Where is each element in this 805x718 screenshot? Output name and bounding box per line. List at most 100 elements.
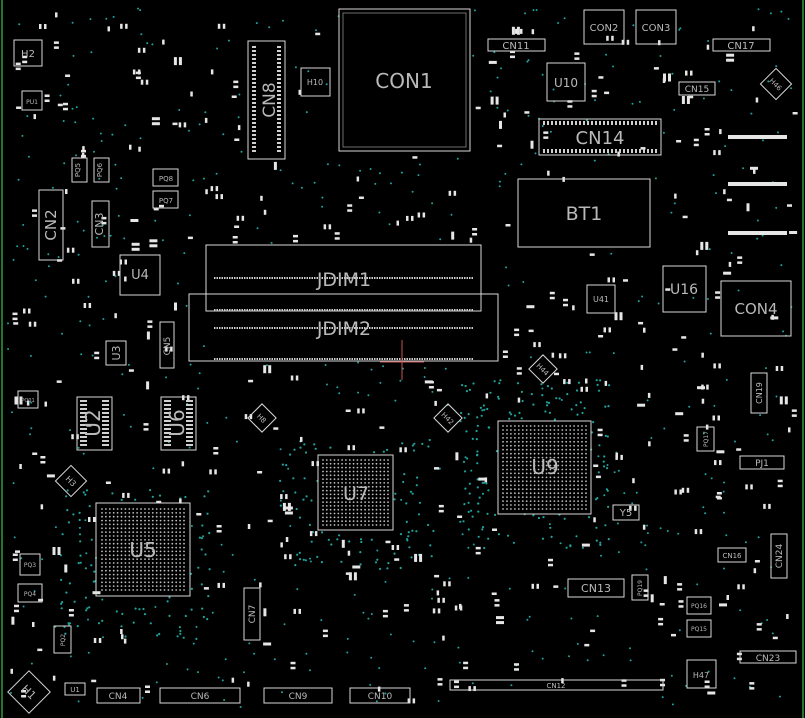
cn23-connector[interactable]: CN23 (739, 650, 797, 664)
u4-label: U4 (131, 268, 149, 283)
u41-label: U41 (593, 295, 609, 304)
pq16-label: PQ16 (691, 603, 707, 610)
u41-chip[interactable]: U41 (586, 284, 616, 314)
h3-mount-hole[interactable]: H3 (54, 464, 88, 498)
jdim1-label: JDIM1 (316, 269, 371, 291)
pq3-transistor[interactable]: PQ3 (19, 553, 41, 576)
u2-pins (80, 400, 109, 446)
u1-label: U1 (70, 686, 80, 694)
passive-components (10, 12, 798, 704)
cn19-connector[interactable]: CN19 (750, 372, 768, 414)
u4-chip[interactable]: U4 (119, 254, 161, 296)
h1-mount-hole[interactable]: H1 (7, 670, 51, 714)
cn14-connector[interactable]: CN14 (538, 118, 662, 156)
cn12-connector[interactable]: CN12 (449, 679, 664, 691)
con3-connector[interactable]: CON3 (635, 9, 677, 45)
jdim2-memory-slot[interactable]: JDIM2 (188, 293, 499, 362)
origin-crosshair (380, 340, 424, 380)
con4-connector[interactable]: CON4 (720, 280, 792, 337)
con1-label: CON1 (375, 69, 432, 93)
pq6-transistor[interactable]: PQ6 (93, 157, 110, 183)
u16-label: U16 (670, 282, 698, 298)
pq15-label: PQ15 (691, 626, 707, 633)
u16-chip[interactable]: U16 (662, 265, 707, 313)
cn19-label: CN19 (755, 382, 764, 404)
cn17-connector[interactable]: CN17 (712, 38, 771, 52)
pu1-regulator[interactable]: PU1 (21, 90, 43, 111)
bt1-battery[interactable]: BT1 (517, 178, 651, 248)
u2-chip[interactable]: U2 (76, 396, 113, 451)
cn14-label: CN14 (576, 128, 625, 149)
cn3-connector[interactable]: CN3 (91, 200, 110, 248)
pq8-transistor[interactable]: PQ8 (152, 168, 179, 187)
pq5-label: PQ5 (74, 163, 82, 177)
y5-label: Y5 (619, 508, 632, 519)
pq16-transistor[interactable]: PQ16 (686, 596, 712, 615)
pq2-transistor[interactable]: PQ2 (53, 625, 72, 654)
pq01-transistor[interactable]: PQ01 (17, 390, 39, 409)
pq17-transistor[interactable]: PQ17 (696, 426, 715, 452)
cn10-connector[interactable]: CN10 (349, 687, 411, 704)
u5-ball-grid (101, 508, 185, 591)
cn5-label: CN5 (163, 337, 173, 356)
cn11-label: CN11 (502, 41, 529, 52)
y5-crystal[interactable]: Y5 (612, 504, 640, 521)
cn13-connector[interactable]: CN13 (567, 578, 625, 598)
pq7-transistor[interactable]: PQ7 (152, 190, 179, 209)
h44-label: H44 (534, 362, 550, 378)
u9-bga-chip[interactable]: U9 (497, 420, 592, 515)
connector-strip (728, 135, 787, 139)
u3-chip[interactable]: U3 (105, 340, 127, 366)
pq4-transistor[interactable]: PQ4 (17, 583, 43, 603)
pj1-jumper[interactable]: PJ1 (739, 455, 785, 470)
pq19-transistor[interactable]: PQ19 (631, 574, 649, 601)
pu1-label: PU1 (26, 99, 38, 106)
pq7-label: PQ7 (159, 197, 173, 205)
cn7-connector[interactable]: CN7 (243, 587, 261, 641)
cn4-label: CN4 (109, 692, 128, 702)
cn9-label: CN9 (289, 692, 308, 702)
cn11-connector[interactable]: CN11 (487, 38, 546, 52)
pq17-label: PQ17 (703, 431, 710, 447)
h47-mount-hole[interactable]: H47 (686, 659, 717, 689)
h3-label: H3 (64, 474, 78, 488)
cn6-label: CN6 (191, 692, 210, 702)
u10-chip[interactable]: U10 (546, 62, 586, 102)
u1-chip[interactable]: U1 (64, 682, 86, 696)
cn5-connector[interactable]: CN5 (159, 321, 175, 369)
pq4-label: PQ4 (24, 591, 36, 598)
u6-pins (164, 400, 193, 446)
h2-mount-hole[interactable]: H2 (13, 39, 43, 67)
h1-label: H1 (19, 682, 39, 702)
cn9-connector[interactable]: CN9 (263, 687, 333, 704)
pq15-transistor[interactable]: PQ15 (686, 619, 712, 638)
u7-bga-chip[interactable]: U7 (317, 454, 394, 531)
cn17-label: CN17 (727, 41, 754, 52)
cn8-connector[interactable]: CN8 (247, 40, 286, 160)
h44-mount-hole[interactable]: H44 (528, 354, 558, 384)
u5-bga-chip[interactable]: U5 (95, 502, 191, 597)
cn15-connector[interactable]: CN15 (678, 81, 716, 96)
con1-connector[interactable]: CON1 (338, 8, 471, 152)
con2-connector[interactable]: CON2 (583, 9, 625, 45)
u6-chip[interactable]: U6 (160, 396, 197, 451)
jdim1-memory-slot[interactable]: JDIM1 (205, 244, 482, 312)
bt1-label: BT1 (566, 203, 603, 225)
cn10-label: CN10 (368, 692, 393, 702)
cn24-connector[interactable]: CN24 (770, 533, 788, 579)
h46-mount-hole[interactable]: H46 (759, 67, 793, 101)
u5-label: U5 (129, 538, 156, 562)
cn2-connector[interactable]: CN2 (38, 189, 64, 261)
u7-ball-grid (322, 459, 389, 526)
cn23-label: CN23 (756, 654, 780, 664)
h8-label: H8 (255, 412, 268, 425)
cn15-label: CN15 (685, 85, 709, 95)
cn16-connector[interactable]: CN16 (717, 547, 747, 563)
cn6-connector[interactable]: CN6 (159, 687, 241, 704)
cn4-connector[interactable]: CN4 (96, 687, 141, 704)
h42-mount-hole[interactable]: H42 (433, 403, 463, 433)
h10-mount-hole[interactable]: H10 (300, 67, 331, 97)
connector-strip (728, 231, 787, 235)
pq5-transistor[interactable]: PQ5 (71, 157, 88, 183)
